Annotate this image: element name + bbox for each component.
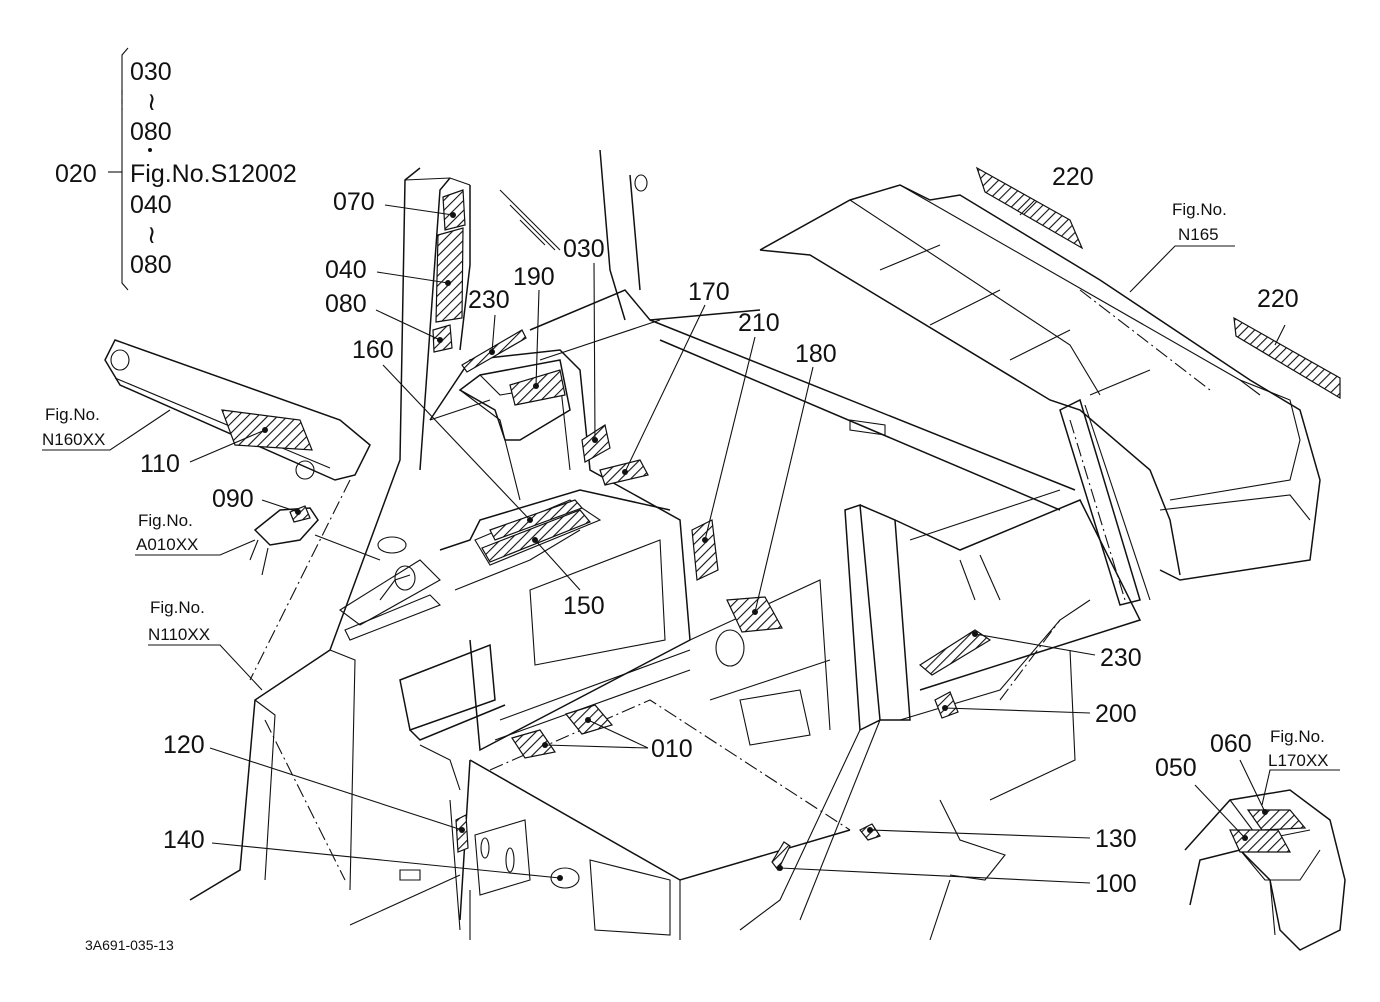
label-110: 110 [140,450,180,478]
figure-references: Fig.No. N165 Fig.No. N160XX Fig.No. A010… [42,200,1329,770]
decal-030 [581,424,611,463]
decal-200 [934,691,959,719]
cab-drawing [104,149,1346,951]
label-200: 200 [1095,700,1137,728]
label-040: 040 [325,256,367,284]
label-160: 160 [352,336,394,364]
label-220-b: 220 [1257,285,1299,313]
label-020: 020 [55,160,97,188]
label-090: 090 [212,485,254,513]
label-190: 190 [513,263,555,291]
tilde-1: ≀ [147,88,156,116]
label-230-right: 230 [1100,644,1142,672]
label-140: 140 [163,826,205,854]
decal-220-b [1233,316,1341,400]
figref-l170-line2: L170XX [1268,751,1329,770]
decal-070 [442,189,466,231]
figref-n160-line2: N160XX [42,430,105,449]
label-080-a: 080 [130,118,172,146]
label-130: 130 [1095,825,1137,853]
decal-160 [489,499,584,541]
label-080-b: 080 [130,251,172,279]
label-fig-s12002: Fig.No.S12002 [130,160,297,188]
label-150: 150 [563,592,605,620]
figref-n165-line1: Fig.No. [1172,200,1227,219]
decal-210 [691,519,719,581]
decal-100 [771,841,791,872]
figref-n110-line1: Fig.No. [150,598,205,617]
label-030: 030 [563,235,605,263]
label-080: 080 [325,290,367,318]
tilde-2: ≀ [147,221,156,249]
label-050: 050 [1155,754,1197,782]
label-220-a: 220 [1052,163,1094,191]
label-180: 180 [795,340,837,368]
label-210: 210 [738,309,780,337]
decal-220-a [975,166,1084,250]
leader-lines [42,199,1340,884]
figref-n160-line1: Fig.No. [45,405,100,424]
figref-n110-line2: N110XX [148,625,210,644]
label-100: 100 [1095,870,1137,898]
label-120: 120 [163,731,205,759]
label-070: 070 [333,188,375,216]
decal-120 [455,814,469,853]
figref-l170-line1: Fig.No. [1270,727,1325,746]
figref-a010-line1: Fig.No. [138,511,193,530]
decal-150 [481,509,591,563]
bracket-020-group: 020 030 ≀ 080 Fig.No.S12002 040 ≀ 080 [55,47,297,291]
callout-labels: 070 040 080 230 190 030 170 210 180 160 … [140,163,1299,898]
drawing-code: 3A691-035-13 [85,937,174,953]
decal-060 [1246,809,1307,831]
figref-n165-line2: N165 [1178,225,1219,244]
label-230-top: 230 [468,286,510,314]
figref-a010-line2: A010XX [136,535,198,554]
decal-010-b [511,729,557,759]
decal-230-right [918,629,992,676]
label-040-top: 040 [130,191,172,219]
decal-050 [1229,829,1292,853]
label-010: 010 [651,735,693,763]
label-170: 170 [688,278,730,306]
decal-markers [221,166,1341,872]
label-030-top: 030 [130,58,172,86]
decal-040 [435,227,464,323]
label-060: 060 [1210,730,1252,758]
